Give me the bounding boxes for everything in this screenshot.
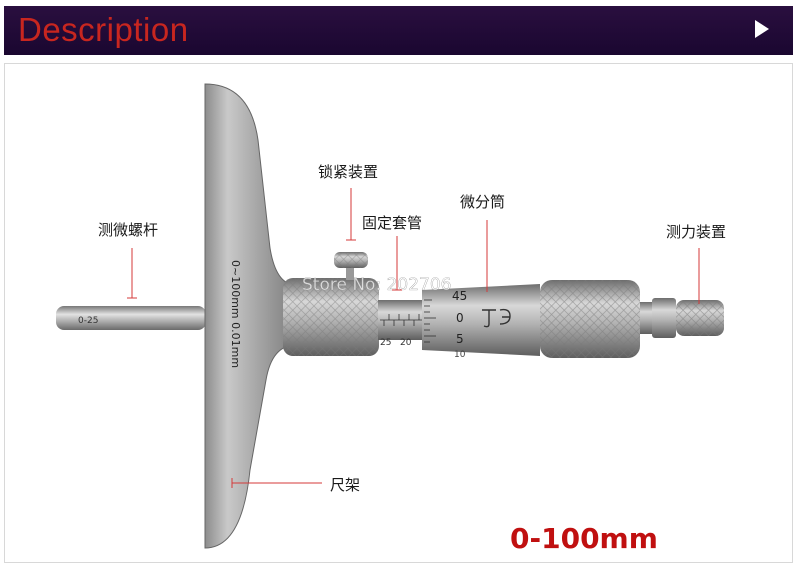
label-lock-device: 锁紧装置 — [318, 163, 379, 181]
label-depth-rod: 测微螺杆 — [98, 221, 159, 239]
thimble: 45 0 5 10 — [422, 280, 640, 360]
base-range-engraving: 0~100mm 0.01mm — [229, 260, 242, 368]
sleeve-tick-20: 20 — [400, 338, 412, 348]
store-watermark: Store No: 202706 — [302, 275, 451, 295]
lock-screw — [334, 252, 368, 280]
description-header: Description — [4, 6, 793, 55]
play-icon[interactable] — [755, 20, 769, 38]
thimble-tick-0: 0 — [456, 311, 464, 325]
micrometer-base: 0~100mm 0.01mm — [204, 83, 297, 549]
thimble-tick-45: 45 — [452, 289, 467, 303]
measuring-range: 0-100mm — [510, 522, 658, 555]
leader-lines — [127, 188, 700, 488]
label-base: 尺架 — [330, 476, 361, 494]
thimble-tick-10: 10 — [454, 350, 466, 360]
label-ratchet: 测力装置 — [666, 223, 727, 241]
fixed-sleeve: 25 20 — [378, 300, 428, 348]
thimble-tick-5: 5 — [456, 332, 464, 346]
brand-logo-icon — [482, 308, 511, 328]
label-thimble: 微分筒 — [460, 193, 506, 211]
depth-rod: 0-25 — [56, 306, 206, 330]
sleeve-collar — [283, 278, 379, 356]
rod-range-engraving: 0-25 — [78, 316, 98, 326]
ratchet — [640, 298, 724, 338]
label-sleeve: 固定套管 — [362, 214, 423, 232]
header-title: Description — [18, 11, 189, 48]
sleeve-tick-25: 25 — [380, 338, 391, 348]
